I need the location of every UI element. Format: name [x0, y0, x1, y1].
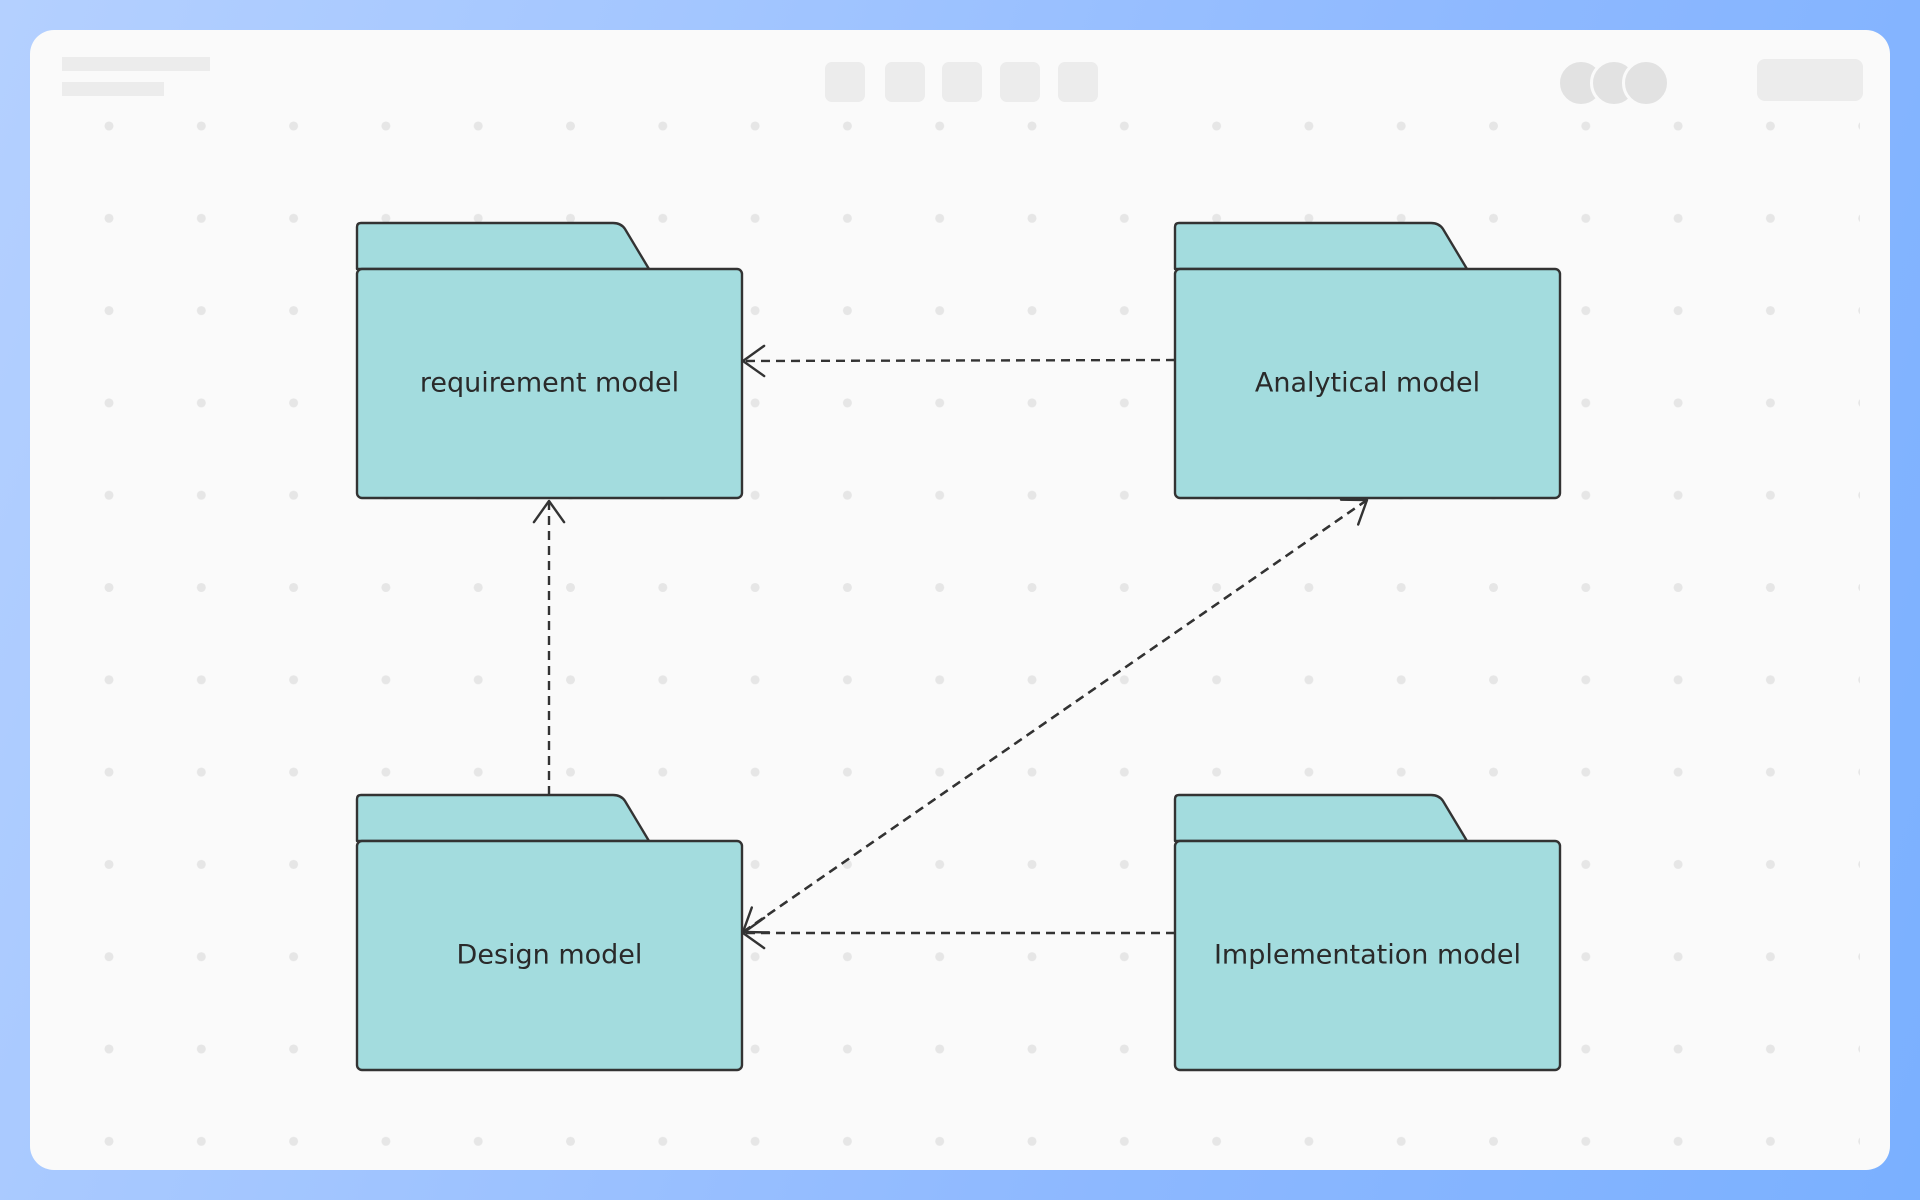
package-tab [1173, 793, 1469, 843]
toolbar-button-1[interactable] [825, 62, 865, 102]
collaborator-avatar-3[interactable] [1622, 59, 1670, 107]
share-button[interactable] [1757, 59, 1863, 101]
package-design[interactable]: Design model [355, 793, 744, 1072]
package-label: Design model [457, 940, 643, 971]
package-body [1173, 267, 1562, 500]
package-label: requirement model [420, 368, 679, 399]
toolbar-button-4[interactable] [1000, 62, 1040, 102]
package-implementation[interactable]: Implementation model [1173, 793, 1562, 1072]
package-body [355, 267, 744, 500]
package-tab [355, 793, 651, 843]
diagram-canvas: requirement model Analytical modelDesign … [70, 120, 1860, 1160]
dependency-line [742, 499, 1368, 933]
document-title-placeholder[interactable] [62, 57, 210, 71]
package-analytical[interactable]: Analytical model [1173, 221, 1562, 500]
document-subtitle-placeholder [62, 82, 164, 96]
toolbar-button-3[interactable] [942, 62, 982, 102]
dependency-design-to-requirement[interactable] [532, 499, 566, 795]
dot-grid [70, 120, 1860, 1160]
dependency-arrowhead [532, 499, 566, 524]
package-tab [355, 221, 651, 271]
package-label: Analytical model [1255, 368, 1480, 399]
toolbar-button-5[interactable] [1058, 62, 1098, 102]
dependency-arrowhead [741, 916, 766, 950]
package-tab [1173, 221, 1469, 271]
toolbar-button-2[interactable] [885, 62, 925, 102]
package-requirement[interactable]: requirement model [355, 221, 744, 500]
package-label: Implementation model [1214, 940, 1521, 971]
dependency-arrowhead [741, 344, 766, 378]
dependency-line [742, 358, 1176, 363]
package-body [355, 839, 744, 1072]
dependency-analytical-to-requirement[interactable] [741, 344, 1176, 378]
package-body [1173, 839, 1562, 1072]
dependency-implementation-to-design[interactable] [741, 916, 1175, 950]
